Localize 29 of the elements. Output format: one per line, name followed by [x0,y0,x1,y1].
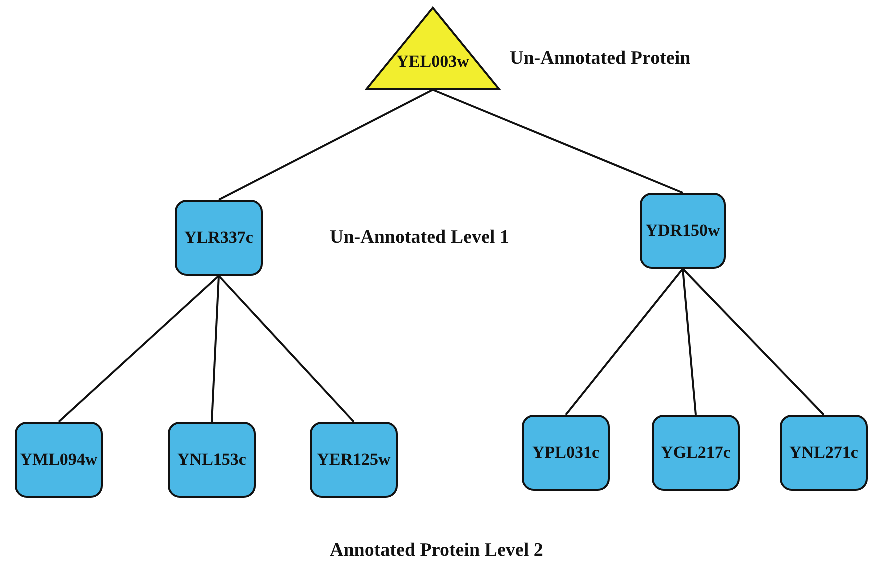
connector-line [58,275,220,423]
connector-line [682,268,825,416]
node-label: YEL003w [396,52,470,72]
protein-box [780,415,868,491]
level-label: Un-Annotated Protein [510,48,691,70]
protein-box [175,200,263,276]
node-label: YGL217c [661,443,731,463]
node-label: YPL031c [532,443,600,463]
node-label: YNL271c [790,443,858,463]
protein-box [168,422,256,498]
connector-line [565,268,684,416]
protein-box [522,415,610,491]
protein-box [652,415,740,491]
level-label: Annotated Protein Level 2 [330,540,544,562]
connector-line [218,89,434,201]
node-label: YML094w [20,450,98,470]
protein-box [640,193,726,269]
connector-line [682,268,697,416]
triangle-node [365,6,501,90]
level-label: Un-Annotated Level 1 [330,227,510,249]
connector-line [218,275,355,423]
node-label: YLR337c [184,228,254,248]
protein-box [15,422,103,498]
node-label: YNL153c [178,450,246,470]
connector-line [211,276,220,422]
node-label: YDR150w [646,221,720,241]
node-label: YER125w [317,450,391,470]
protein-box [310,422,398,498]
connector-line [432,89,684,194]
